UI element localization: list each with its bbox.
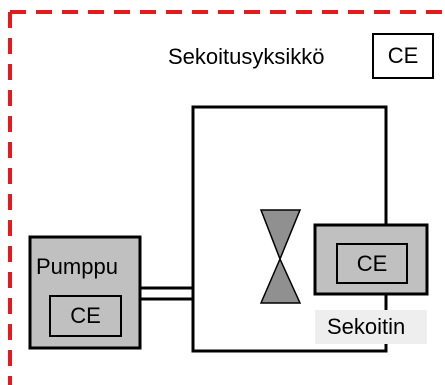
mixer-ce-box (336, 243, 408, 284)
pump-ce-box (49, 295, 122, 337)
mixer-label: Sekoitin (327, 314, 406, 339)
valve-icon (259, 209, 302, 304)
mixer-label-bg (315, 310, 427, 344)
pump-label: Pumppu (36, 254, 118, 279)
pump-ce-mark: CE (70, 303, 101, 328)
unit-ce-mark: CE (387, 43, 419, 68)
pump-pipe (140, 286, 193, 301)
mixer-ce-mark: CE (356, 250, 388, 276)
unit-label: Sekoitusyksikkö (168, 44, 325, 69)
unit-boundary (8, 10, 445, 385)
unit-ce-box (372, 33, 434, 79)
